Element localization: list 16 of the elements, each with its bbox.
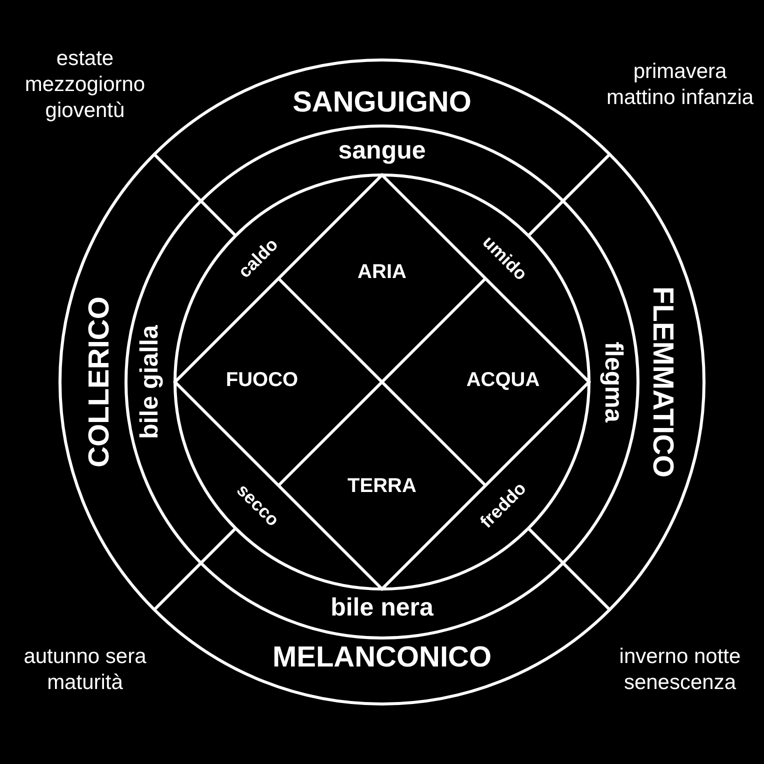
segment-label: COLLERICO [86, 296, 114, 468]
segment-label: MELANCONICO [272, 644, 492, 672]
segment-label: sangue [338, 138, 426, 164]
season-note: autunno sera maturità [22, 644, 148, 696]
season-note: primavera mattino infanzia [605, 59, 755, 111]
segment-label: bile gialla [138, 325, 162, 439]
season-note: inverno notte senescenza [618, 644, 742, 696]
segment-label: bile nera [330, 596, 434, 620]
segment-label: flegma [600, 342, 626, 422]
segment-label: FLEMMATICO [648, 286, 676, 478]
segment-label: FUOCO [226, 370, 298, 390]
segment-label: SANGUIGNO [292, 88, 472, 118]
segment-label: ARIA [358, 262, 406, 282]
season-note: estate mezzogiorno gioventù [24, 46, 146, 124]
segment-label: ACQUA [466, 370, 540, 390]
segment-label: TERRA [348, 476, 416, 496]
